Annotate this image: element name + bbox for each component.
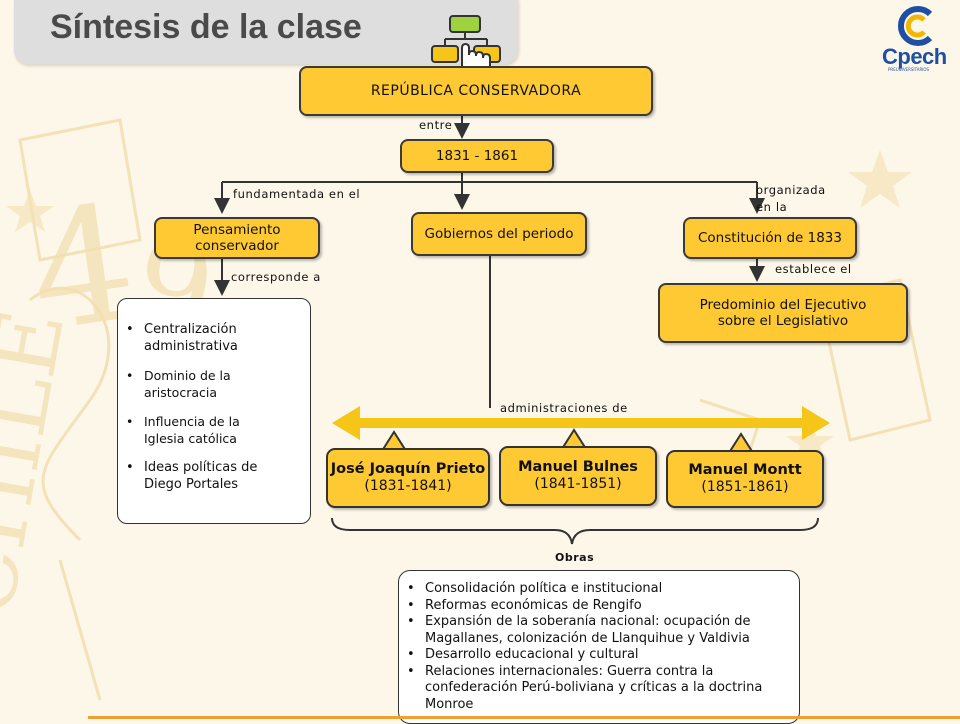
label-organizada-1: organizada [756, 183, 826, 197]
label-establece: establece el [775, 262, 852, 276]
label-administraciones: administraciones de [500, 401, 628, 415]
logo-text: Cpech [882, 44, 947, 69]
pensamiento-list-box: Centralización administrativa Dominio de… [117, 298, 311, 524]
president-years: (1831-1841) [364, 478, 452, 494]
cpech-logo-icon [897, 6, 933, 46]
constitucion-node: Constitución de 1833 [683, 217, 857, 259]
pensamiento-node-label: Pensamiento conservador [193, 222, 281, 254]
root-node: REPÚBLICA CONSERVADORA [299, 66, 653, 116]
root-node-label: REPÚBLICA CONSERVADORA [370, 83, 582, 99]
president-card: Manuel Montt (1851-1861) [666, 450, 824, 508]
pensamiento-node: Pensamiento conservador [154, 217, 320, 259]
list-item: Ideas políticas de Diego Portales [118, 459, 294, 493]
list-item: Relaciones internacionales: Guerra contr… [399, 664, 791, 714]
label-fundamentada: fundamentada en el [233, 187, 361, 201]
president-card: Manuel Bulnes (1841-1851) [499, 446, 657, 506]
president-card: José Joaquín Prieto (1831-1841) [326, 448, 490, 508]
president-years: (1841-1851) [534, 476, 622, 492]
gobiernos-node: Gobiernos del periodo [411, 212, 587, 256]
president-name: Manuel Bulnes [518, 459, 638, 475]
gobiernos-node-label: Gobiernos del periodo [424, 226, 574, 242]
period-node-label: 1831 - 1861 [435, 148, 519, 164]
president-name: Manuel Montt [688, 462, 802, 478]
constitucion-node-label: Constitución de 1833 [698, 230, 842, 246]
list-item: Influencia de la Iglesia católica [118, 413, 254, 447]
period-node: 1831 - 1861 [400, 139, 554, 173]
list-item: Consolidación política e institucional [399, 581, 791, 598]
label-obras: Obras [555, 551, 595, 564]
label-entre: entre [419, 118, 453, 132]
list-item: Desarrollo educacional y cultural [399, 647, 791, 664]
predominio-node-label: Predominio del Ejecutivo sobre el Legisl… [699, 297, 867, 329]
logo-subtext: PREUNIVERSITARIOS [888, 67, 930, 72]
obras-list-box: Consolidación política e institucional R… [398, 570, 800, 724]
predominio-node: Predominio del Ejecutivo sobre el Legisl… [658, 283, 908, 343]
president-name: José Joaquín Prieto [330, 461, 486, 477]
bottom-rule [88, 716, 960, 719]
page-title: Síntesis de la clase [50, 8, 362, 46]
label-organizada-2: en la [756, 200, 788, 214]
president-years: (1851-1861) [701, 479, 789, 495]
list-item: Dominio de la aristocracia [118, 367, 254, 401]
label-corresponde: corresponde a [231, 270, 321, 284]
list-item: Reformas económicas de Rengifo [399, 598, 791, 615]
list-item: Expansión de la soberanía nacional: ocup… [399, 614, 791, 647]
list-item: Centralización administrativa [118, 321, 264, 355]
